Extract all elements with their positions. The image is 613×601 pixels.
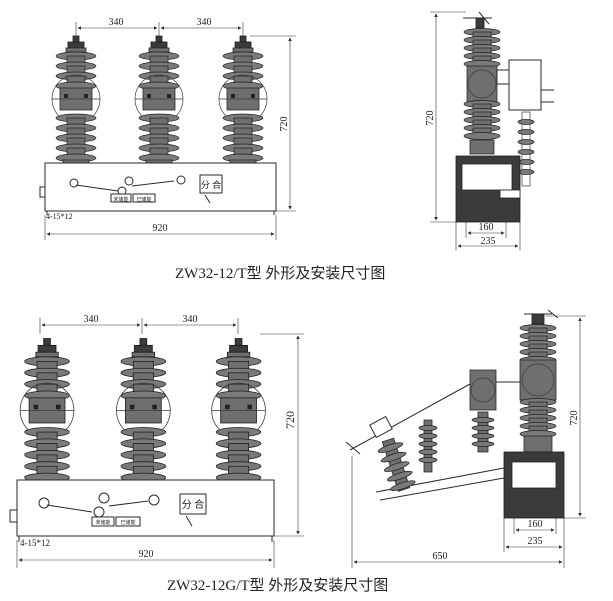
- bottom-switch-label: 分 合: [182, 498, 205, 511]
- top-dim-depth-outer: 235: [481, 236, 496, 247]
- top-dim-pitch-right: 340: [197, 17, 212, 28]
- bottom-dim-depth-inner: 160: [528, 519, 543, 530]
- bottom-dim-pitch-right: 340: [183, 314, 198, 325]
- bottom-base-box: [16, 479, 275, 537]
- top-side-view: [430, 11, 554, 250]
- top-dim-height-front: 720: [279, 117, 290, 132]
- bottom-dim-depth-outer: 235: [528, 536, 543, 547]
- bottom-dim-pitch-left: 340: [84, 314, 99, 325]
- top-dim-width-total: 920: [153, 223, 168, 234]
- top-dim-hole: 4-15*12: [46, 212, 73, 221]
- bottom-figure-caption: ZW32-12G/T型 外形及安装尺寸图: [167, 578, 389, 594]
- bottom-store-left-label: 未储能: [95, 519, 110, 526]
- top-dim-pitch-left: 340: [109, 17, 124, 28]
- top-dim-depth-inner: 160: [479, 222, 494, 233]
- bottom-dim-hole: 4-15*12: [20, 538, 50, 548]
- bottom-dim-width-total: 920: [139, 549, 154, 560]
- top-base-box: [44, 162, 277, 212]
- top-switch-label: 分 合: [201, 179, 221, 190]
- labels: 340 340 720 4-15*12 920 720 160 235 分 合 …: [20, 17, 580, 562]
- bottom-dim-span-side: 650: [433, 551, 448, 562]
- top-store-right-label: 已储能: [136, 196, 151, 203]
- bottom-front-view: [9, 318, 304, 568]
- bottom-store-right-label: 已储能: [120, 519, 135, 526]
- top-dim-height-side: 720: [425, 111, 436, 126]
- top-figure-caption: ZW32-12/T型 外形及安装尺寸图: [175, 266, 386, 282]
- bottom-dim-height-front: 720: [283, 411, 297, 429]
- top-store-left-label: 未储能: [113, 196, 128, 203]
- bottom-side-view: [345, 309, 586, 568]
- bottom-dim-height-side: 720: [569, 411, 580, 426]
- top-front-view: [39, 22, 296, 240]
